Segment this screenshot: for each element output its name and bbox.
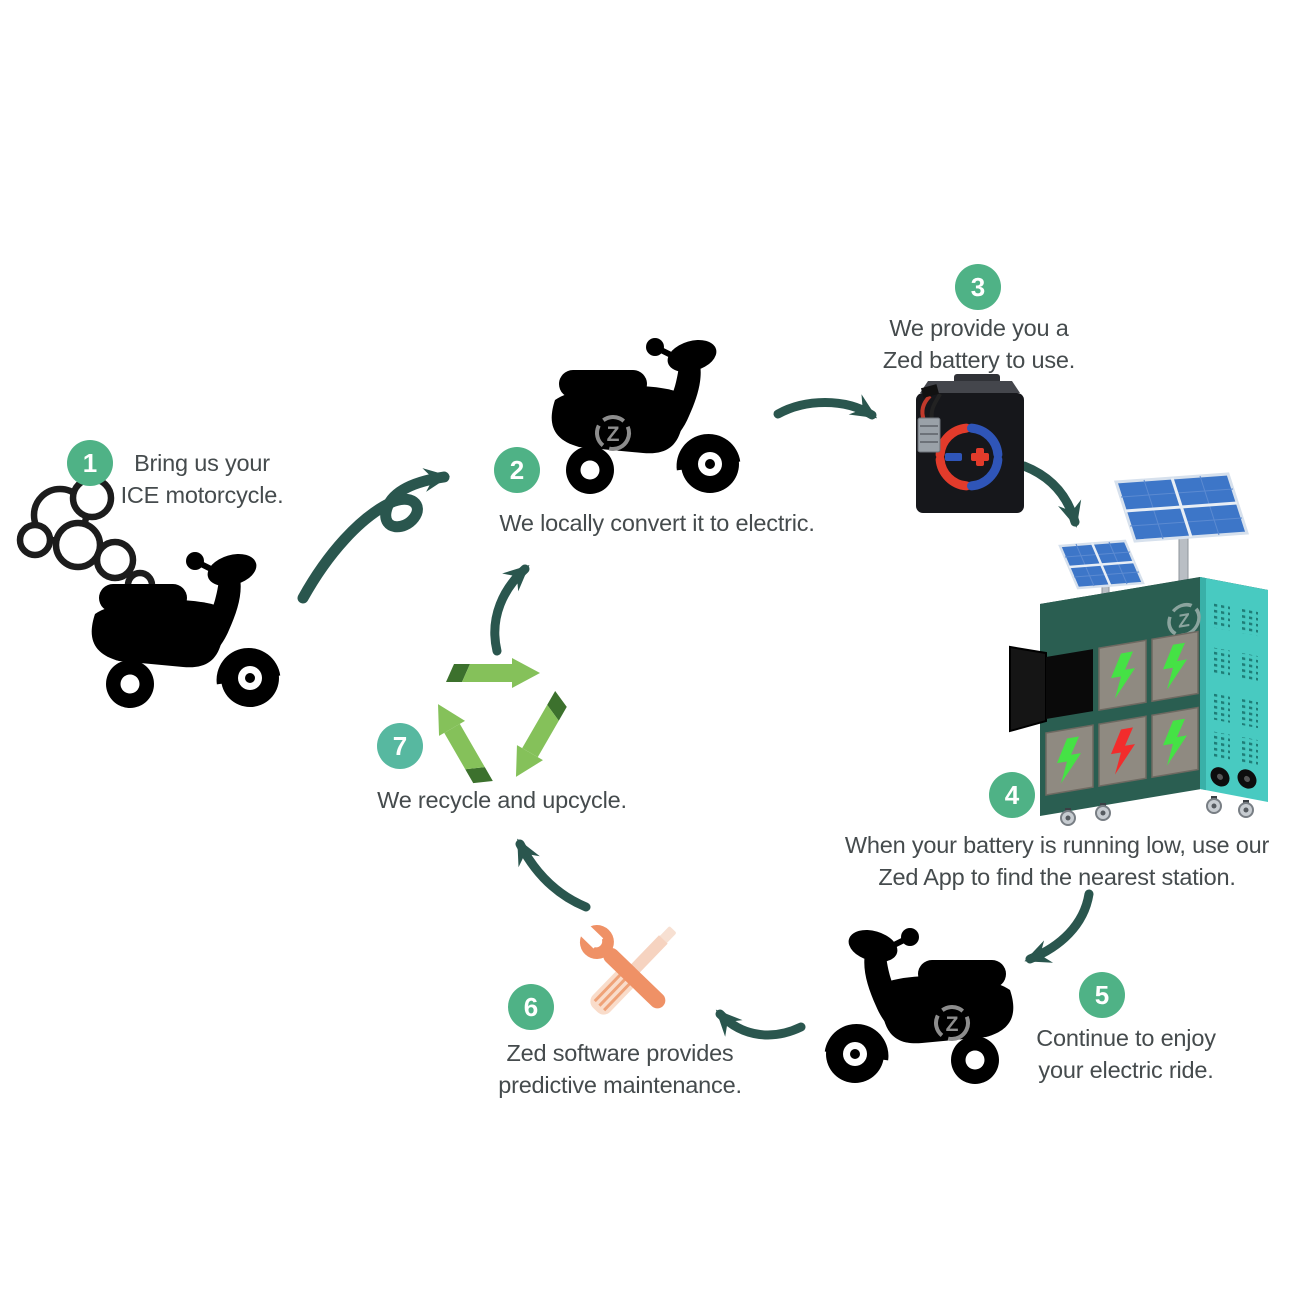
step-7-number: 7 bbox=[392, 730, 408, 761]
step-6-number: 6 bbox=[523, 991, 539, 1022]
zed-logo-letter: Z bbox=[1178, 610, 1190, 633]
caption-line: Zed software provides bbox=[506, 1040, 734, 1066]
step-1-number: 1 bbox=[82, 447, 98, 478]
tools-icon bbox=[574, 920, 676, 1015]
step-1-caption: Bring us your ICE motorcycle. bbox=[121, 447, 284, 511]
arrow-step2-step3-icon bbox=[773, 394, 878, 420]
ice-scooter-icon bbox=[91, 552, 281, 708]
step-2-badge: 2 bbox=[494, 447, 540, 493]
fan-icon bbox=[1210, 767, 1257, 789]
caption-line: We recycle and upcycle. bbox=[377, 787, 627, 813]
arrow-step5-step6-icon bbox=[715, 1009, 806, 1040]
caption-line: Bring us your bbox=[134, 450, 270, 476]
battery-image bbox=[916, 374, 1024, 513]
solar-panel-small-icon bbox=[1058, 539, 1145, 590]
step-2-caption: We locally convert it to electric. bbox=[499, 507, 815, 539]
step-5-badge: 5 bbox=[1079, 972, 1125, 1018]
battery-logo-icon bbox=[935, 423, 1003, 491]
zed-logo-icon: Z bbox=[595, 415, 631, 451]
electric-scooter-icon: Z bbox=[824, 928, 1014, 1084]
solar-panel-large-icon bbox=[1113, 472, 1250, 543]
zed-logo-letter: Z bbox=[946, 1013, 959, 1036]
caption-line: We provide you a bbox=[889, 315, 1069, 341]
zed-logo-letter: Z bbox=[607, 423, 620, 446]
caption-line: We locally convert it to electric. bbox=[499, 510, 815, 536]
step-6-caption: Zed software provides predictive mainten… bbox=[498, 1037, 742, 1101]
step-1-badge: 1 bbox=[67, 440, 113, 486]
step-4-caption: When your battery is running low, use ou… bbox=[845, 829, 1269, 893]
station-front: Z bbox=[1009, 577, 1201, 816]
battery-connector-icon bbox=[917, 384, 942, 453]
caption-line: ICE motorcycle. bbox=[120, 482, 284, 508]
step-4-badge: 4 bbox=[989, 772, 1035, 818]
caption-line: Zed App to find the nearest station. bbox=[878, 864, 1236, 890]
caption-line: Zed battery to use. bbox=[882, 347, 1076, 373]
open-slot-door bbox=[1009, 645, 1047, 733]
step-3-number: 3 bbox=[970, 271, 986, 302]
zed-logo-icon: Z bbox=[933, 1005, 970, 1041]
swap-station-image: Z bbox=[1009, 472, 1268, 826]
arrow-step4-step5-icon bbox=[1024, 889, 1094, 964]
step-3-caption: We provide you a Zed battery to use. bbox=[883, 312, 1075, 376]
caption-line: Continue to enjoy bbox=[1036, 1025, 1216, 1051]
arrow-step3-station-icon bbox=[1019, 461, 1082, 528]
caption-line: your electric ride. bbox=[1038, 1057, 1214, 1083]
step-5-caption: Continue to enjoy your electric ride. bbox=[1036, 1022, 1216, 1086]
station-zed-logo-icon: Z bbox=[1167, 602, 1201, 637]
flow-arrows bbox=[297, 394, 1094, 1040]
converted-scooter-icon: Z bbox=[551, 338, 741, 494]
caption-line: predictive maintenance. bbox=[498, 1072, 742, 1098]
caption-line: When your battery is running low, use ou… bbox=[844, 832, 1270, 858]
step-6-badge: 6 bbox=[508, 984, 554, 1030]
station-side bbox=[1200, 577, 1268, 802]
step-7-caption: We recycle and upcycle. bbox=[377, 784, 627, 816]
wrench-icon bbox=[574, 920, 666, 1009]
recycle-icon bbox=[438, 658, 567, 784]
caster-wheels bbox=[1060, 796, 1254, 826]
arrow-step6-step7-icon bbox=[515, 838, 591, 912]
step-2-number: 2 bbox=[509, 454, 525, 485]
step-4-number: 4 bbox=[1004, 779, 1020, 810]
step-3-badge: 3 bbox=[955, 264, 1001, 310]
arrow-step7-step2-icon bbox=[490, 564, 530, 656]
arrow-step1-step2-icon bbox=[297, 468, 450, 604]
step-5-number: 5 bbox=[1094, 979, 1110, 1010]
step-7-badge: 7 bbox=[377, 723, 423, 769]
charge-bolt-icons bbox=[1057, 642, 1187, 784]
battery-slot-open bbox=[1046, 649, 1093, 719]
